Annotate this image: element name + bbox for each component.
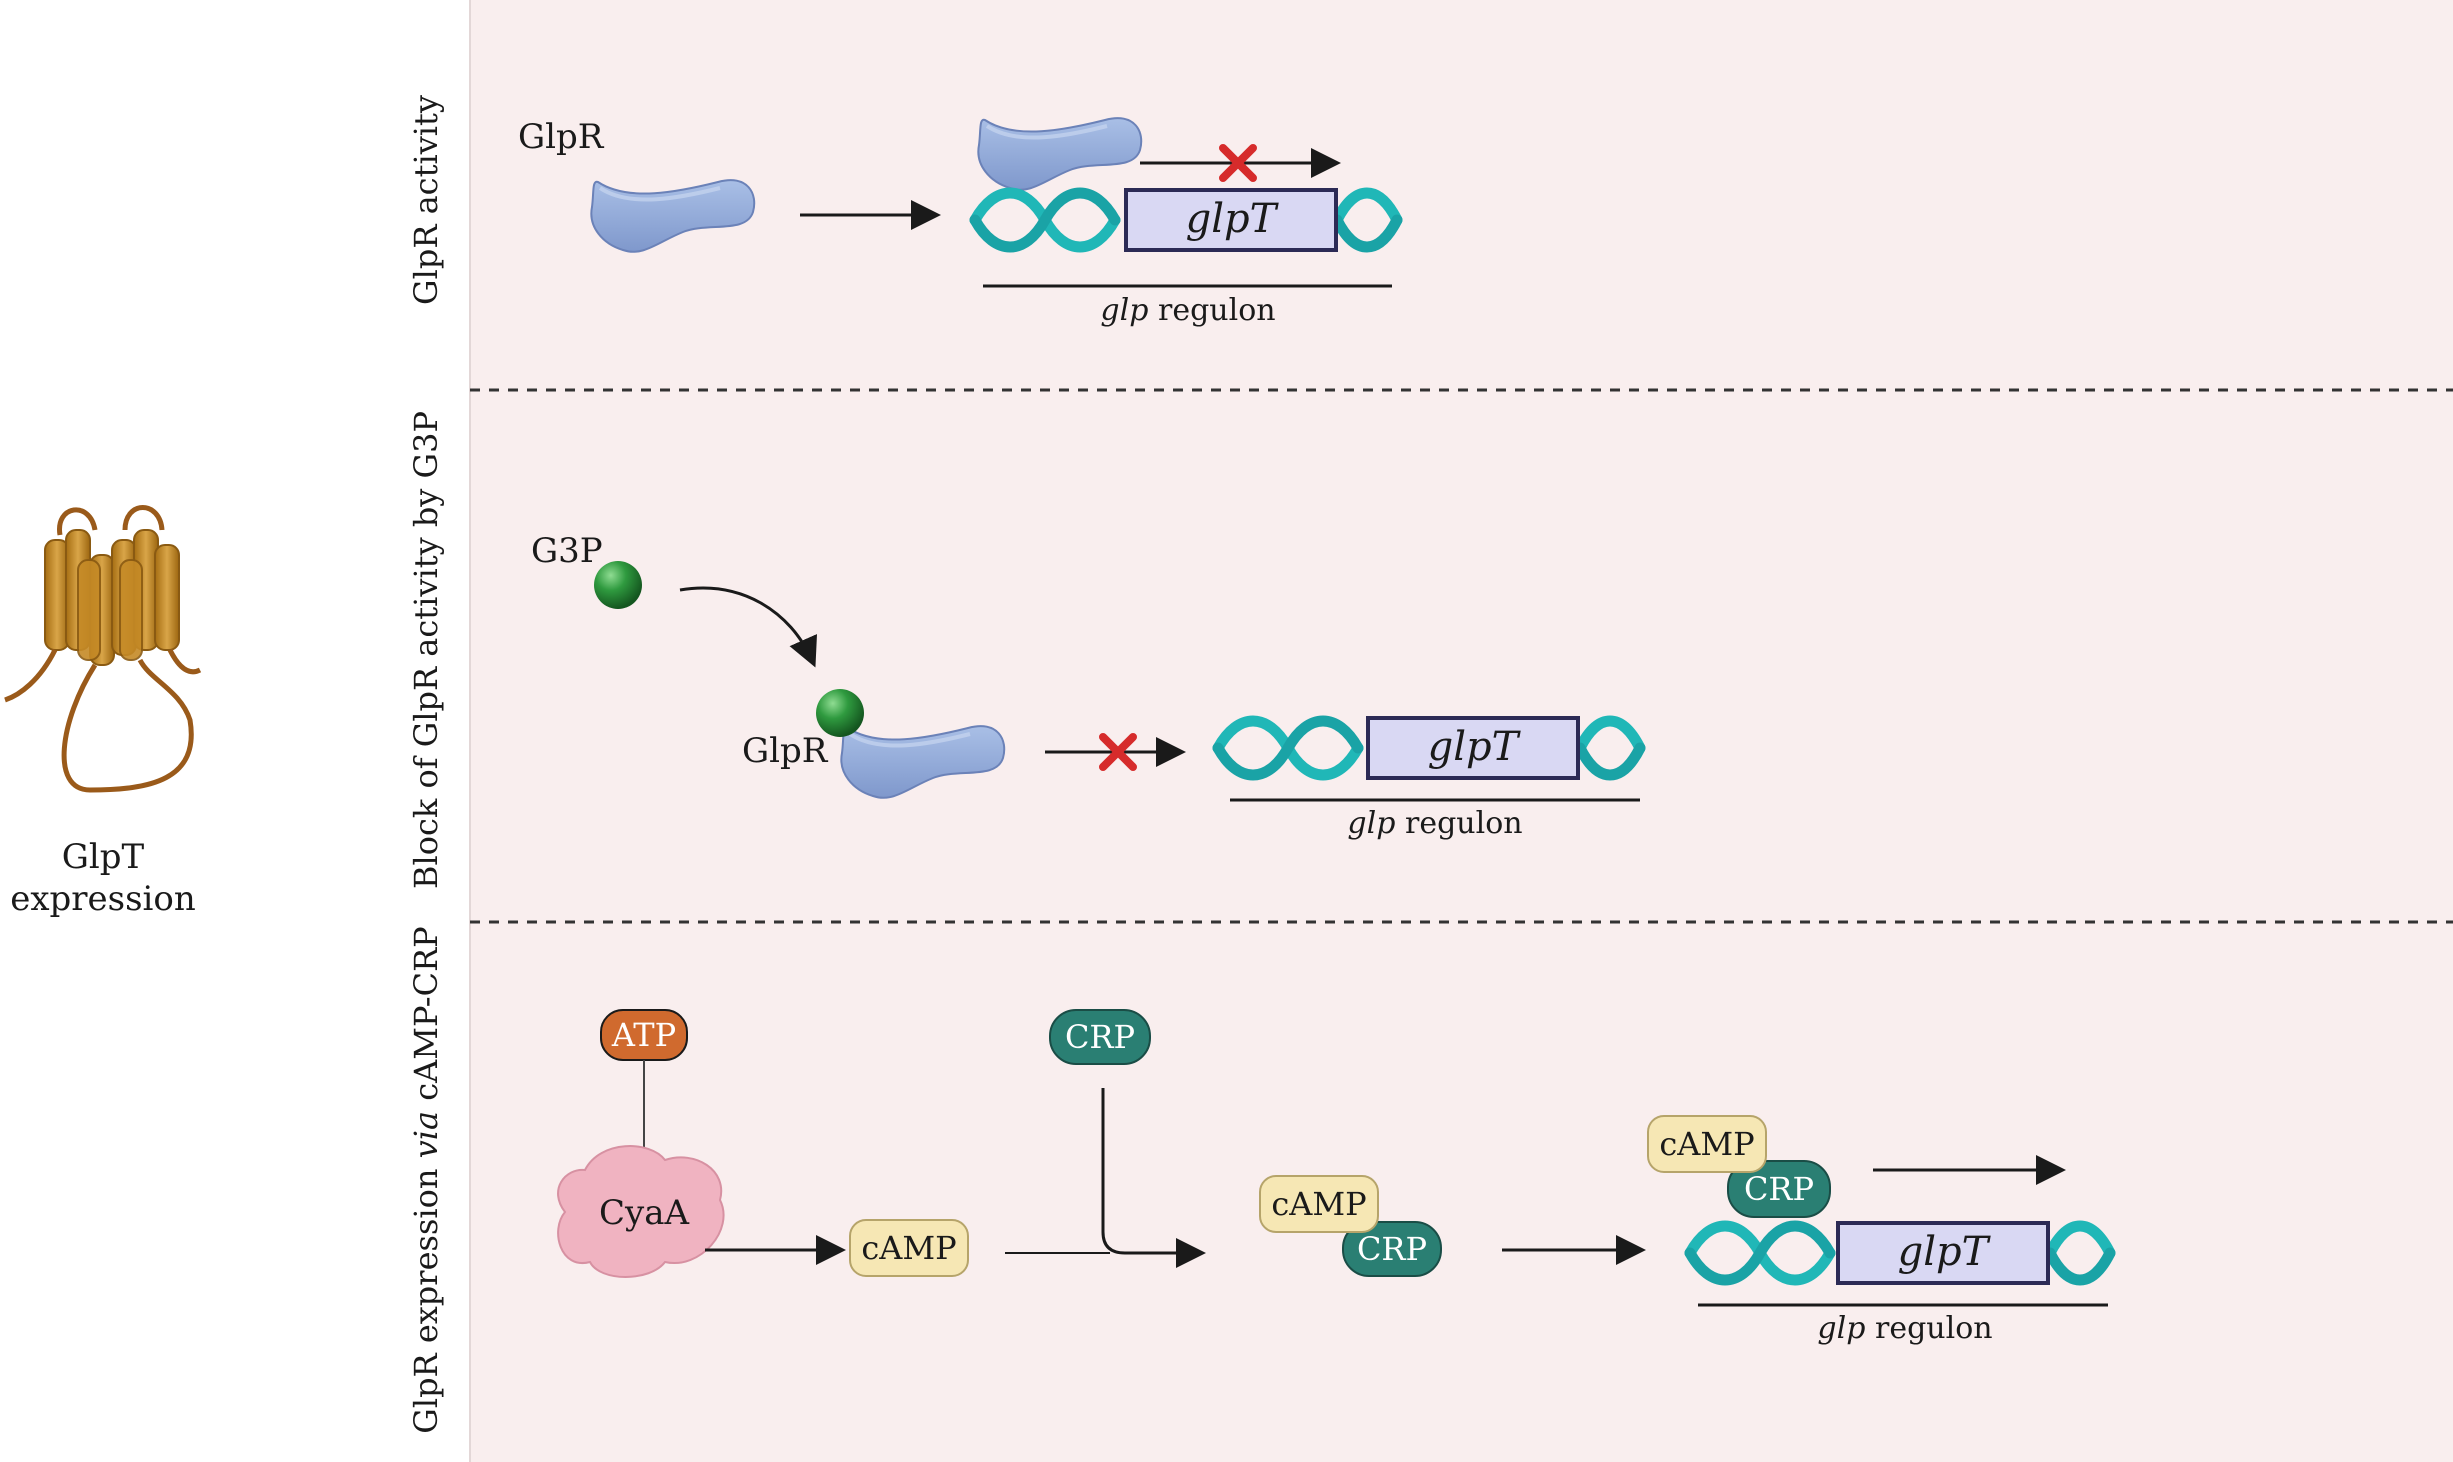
panel-2-g3p-molecule — [594, 561, 642, 609]
panel-3-bound-camp-label: cAMP — [1659, 1125, 1754, 1163]
panel-2-g3p-label: G3P — [531, 531, 603, 571]
panel-2-gene-label: glpT — [1428, 724, 1522, 770]
panel-2-regulon-label: glp regulon — [1347, 806, 1522, 841]
glpt-transporter-icon — [4, 505, 202, 793]
panel-2-side-label: Block of GlpR activity by G3P — [407, 411, 445, 889]
panel-2-g3p-bound — [816, 689, 864, 737]
panel-3-complex-crp — [1342, 1221, 1442, 1277]
panel-1-background — [470, 0, 2453, 390]
panel-1-glpr-label: GlpR — [518, 117, 605, 157]
panel-3-background — [470, 922, 2453, 1462]
panel-2-binding-arrow — [679, 586, 817, 668]
glpt-label-line1: GlpT — [62, 837, 145, 877]
panel-1-side-label: GlpR activity — [407, 95, 445, 305]
panel-3-complex-camp-label: cAMP — [1271, 1185, 1366, 1223]
panel-3-gene-box — [1836, 1221, 2050, 1285]
panel-1-regulon-label: glp regulon — [1100, 293, 1275, 328]
panel-3-crp-pill — [1049, 1009, 1151, 1065]
panel-2-glpr-label: GlpR — [742, 731, 829, 771]
panel-3-cyaa-enzyme — [557, 1145, 725, 1278]
panel-1-gene-box — [1124, 188, 1338, 252]
panel-2-background — [470, 390, 2453, 922]
panel-3-complex-camp — [1259, 1175, 1379, 1233]
panel-3-side-label: GlpR expression via cAMP-CRP — [407, 926, 445, 1433]
panel-3-regulon-label: glp regulon — [1817, 1311, 1992, 1346]
panel-3-cyaa-label: CyaA — [599, 1193, 689, 1233]
panel-3-bound-camp — [1647, 1115, 1767, 1173]
panel-3-atp-label: ATP — [611, 1016, 676, 1054]
panel-3-bound-crp — [1727, 1160, 1831, 1218]
panel-3-complex-crp-label: CRP — [1357, 1230, 1427, 1268]
panel-3-gene-label: glpT — [1898, 1229, 1992, 1275]
panel-2-gene-box — [1366, 716, 1580, 780]
glpt-label-line2: expression — [10, 879, 196, 919]
panel-3-camp-label: cAMP — [861, 1229, 956, 1267]
panel-1-gene-label: glpT — [1186, 196, 1280, 242]
panel-3-crp-label: CRP — [1065, 1018, 1135, 1056]
panel-3-camp-pill — [849, 1219, 969, 1277]
panel-3-merge-arrow — [1101, 1088, 1206, 1268]
panel-3-bound-crp-label: CRP — [1744, 1170, 1814, 1208]
